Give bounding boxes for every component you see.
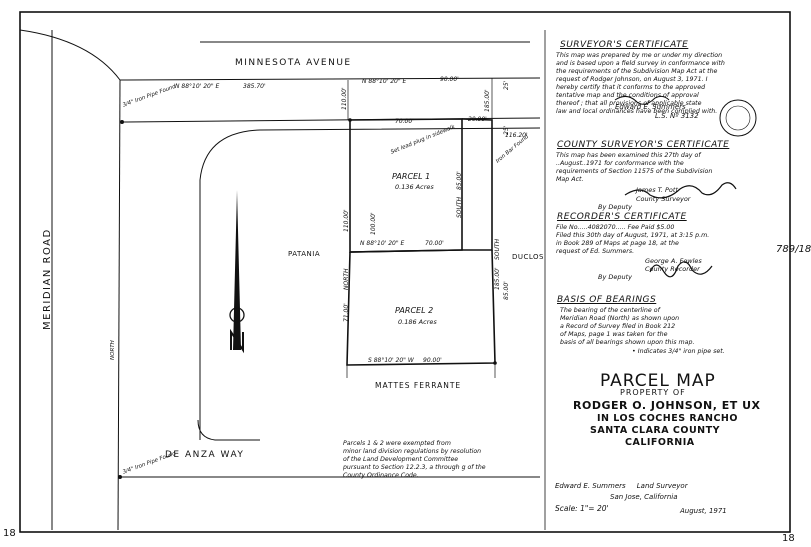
monument-p1-nw — [348, 118, 352, 122]
title-rancho: IN LOS COCHES RANCHO — [597, 413, 738, 424]
signature-surveyor — [614, 95, 670, 105]
street-minnesota: MINNESOTA AVENUE — [235, 58, 352, 68]
county-surveyor-name: James T. Pott — [636, 186, 679, 194]
dist-top: 385.70' — [243, 83, 266, 90]
dist-85: 85.00' — [503, 281, 510, 300]
dist-bottom: 90.00' — [423, 357, 442, 364]
sheet-border — [19, 11, 791, 533]
county-by-deputy: By Deputy — [598, 203, 633, 211]
meridian-north-label: NORTH — [110, 340, 116, 360]
dist-p1-top-20: 20.00' — [468, 116, 487, 123]
label-inner-south: SOUTH — [456, 196, 463, 218]
minnesota-north-line — [119, 77, 541, 81]
de-anza-curb-line — [197, 419, 260, 441]
bearing-top-line: N 88°10' 20" E — [175, 83, 220, 90]
basis-note: • Indicates 3/4" iron pipe set. — [632, 348, 725, 355]
county-cert-body: This map has been examined this 27th day… — [556, 152, 713, 183]
dist-p1-top-70: 70.00' — [395, 118, 414, 125]
dist-110: 110.00' — [341, 87, 348, 110]
title-property-of: PROPERTY OF — [620, 388, 686, 397]
recorder-role: County Recorder — [645, 265, 700, 273]
signature-county — [624, 182, 737, 199]
dist-inner-85: 85.00' — [456, 171, 463, 190]
parcel-1-name: PARCEL 1 — [392, 172, 431, 181]
curb-return — [199, 127, 541, 440]
surveyor-seal — [719, 99, 757, 137]
parcel-2-name: PARCEL 2 — [395, 306, 434, 315]
dist-top-2: 90.00' — [440, 76, 459, 83]
parcel-2-lower — [346, 249, 496, 366]
signature-recorder — [649, 261, 713, 278]
dist-25-a: 25' — [503, 80, 510, 90]
title-owner: RODGER O. JOHNSON, ET UX — [573, 399, 761, 412]
meridian-centerline — [117, 79, 121, 531]
street-de-anza: DE ANZA WAY — [165, 450, 245, 460]
footer-scale: Scale: 1"= 20' — [555, 504, 609, 513]
dist-left-110: 110.00' — [343, 209, 350, 232]
county-surveyor-role: County Surveyor — [636, 195, 691, 203]
parcel-2-area: 0.186 Acres — [398, 318, 437, 326]
county-cert-title: COUNTY SURVEYOR'S CERTIFICATE — [557, 140, 730, 150]
monument-de-anza — [118, 475, 122, 479]
monument-p2-se — [493, 361, 497, 365]
bearing-top-line-2: N 88°10' 20" E — [362, 78, 407, 85]
surveyor-signature: Edward E. Summers — [615, 103, 686, 111]
basis-title: BASIS OF BEARINGS — [557, 295, 657, 305]
footer-city: San Jose, California — [610, 493, 678, 501]
title-county: SANTA CLARA COUNTY — [590, 425, 720, 436]
bearing-bottom: S 88°10' 20" W — [368, 357, 414, 364]
surveyor-cert-title: SURVEYOR'S CERTIFICATE — [560, 40, 689, 50]
footer-date: August, 1971 — [680, 507, 727, 515]
surveyor-cert-body: This map was prepared by me or under my … — [556, 52, 725, 115]
dist-185: 185.00' — [484, 89, 491, 112]
surveyor-ls-number: L.S. Nº 3132 — [655, 112, 699, 120]
neighbor-mattes-ferrante: MATTES FERRANTE — [375, 381, 462, 390]
dist-mid: 70.00' — [425, 240, 444, 247]
footer-surveyor: Edward E. Summers Land Surveyor — [555, 482, 688, 490]
dist-116: 116.20' — [505, 132, 528, 139]
page-reference: 789/18 — [776, 244, 811, 255]
title-state: CALIFORNIA — [625, 437, 695, 448]
label-right-south: SOUTH — [494, 238, 501, 260]
recorder-by-deputy: By Deputy — [598, 273, 633, 281]
street-meridian: MERIDIAN ROAD — [42, 228, 53, 330]
bearing-mid: N 88°10' 20" E — [360, 240, 405, 247]
monument-corner — [120, 120, 124, 124]
recorder-cert-title: RECORDER'S CERTIFICATE — [557, 212, 687, 222]
label-left-north: NORTH — [343, 268, 350, 290]
curb-corner-top-left — [19, 29, 121, 81]
exemption-note: Parcels 1 & 2 were exempted from minor l… — [343, 440, 486, 479]
north-arrow — [229, 190, 245, 354]
neighbor-patania: PATANIA — [288, 250, 321, 258]
dist-right-185: 185.00' — [494, 267, 501, 290]
dist-west-100: 100.00' — [370, 212, 377, 235]
recorder-cert-body: File No.....4082070..... Fee Paid $5.00 … — [556, 224, 710, 255]
neighbor-duclos: DUCLOS — [512, 253, 545, 261]
margin-number-right: 18 — [782, 533, 795, 544]
dist-left-71: 71.00' — [343, 303, 350, 322]
margin-number-left: 18 — [3, 528, 16, 539]
recorder-name: George A. Fowles — [645, 257, 702, 265]
basis-body: The bearing of the centerline of Meridia… — [560, 307, 695, 346]
parcel-1-area: 0.136 Acres — [395, 183, 434, 191]
title-parcel-map: PARCEL MAP — [600, 371, 716, 391]
